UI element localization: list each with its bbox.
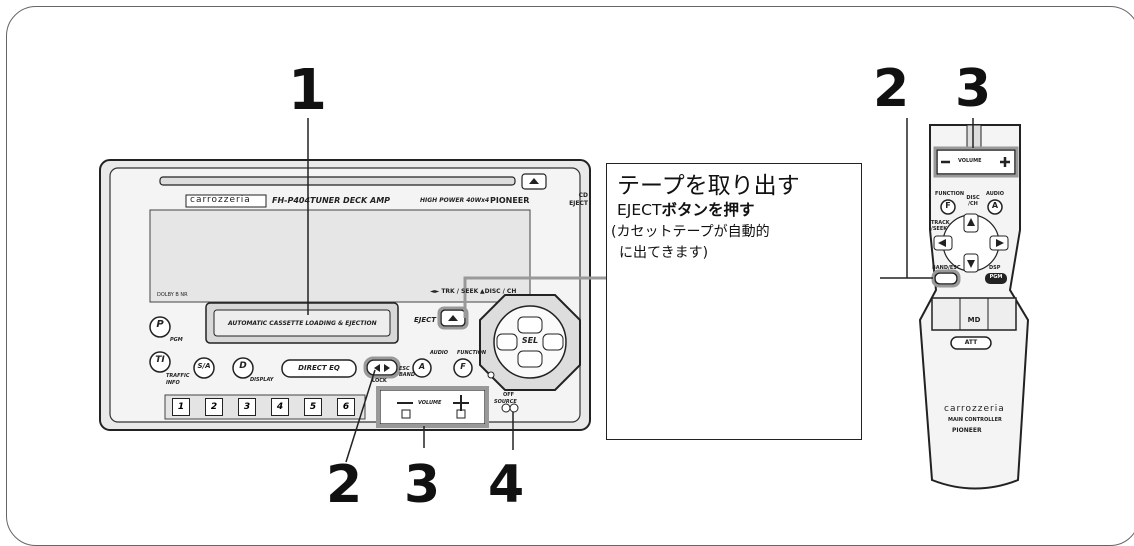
remote-band-esc-label: BAND/ESC xyxy=(932,265,961,271)
callout-number-3-remote: 3 xyxy=(955,59,992,119)
ti-button[interactable]: TI xyxy=(155,355,165,365)
volume-label: VOLUME xyxy=(418,400,442,406)
remote-f-button[interactable]: F xyxy=(945,201,951,210)
display-label: DISPLAY xyxy=(250,377,274,383)
unit-power-label: HIGH POWER 40Wx4 xyxy=(420,197,490,204)
eject-note-line2: に出てきます) xyxy=(619,245,709,261)
cd-eject-label: CD EJECT xyxy=(569,192,588,207)
source-button[interactable] xyxy=(500,403,518,413)
p-button[interactable]: P xyxy=(156,319,164,330)
preset-row: 1 2 3 4 5 6 xyxy=(172,398,355,416)
preset-button-5[interactable]: 5 xyxy=(304,398,322,416)
remote-disc-ch-label: DISC /CH xyxy=(966,195,980,207)
remote-dsp-label: DSP xyxy=(989,265,1001,271)
preset-button-6[interactable]: 6 xyxy=(337,398,355,416)
remote-audio-label: AUDIO xyxy=(986,191,1005,197)
remote-pgm-button[interactable]: PGM xyxy=(989,274,1003,280)
eject-button[interactable] xyxy=(441,310,465,326)
a-button[interactable]: A xyxy=(418,362,426,371)
dolby-label: DOLBY B NR xyxy=(157,292,188,298)
remote-track-seek-label: TRACK /SEEK xyxy=(931,220,950,232)
eject-press-text: ボタンを押す xyxy=(661,201,755,219)
traffic-info-label: TRAFFIC INFO xyxy=(166,373,190,386)
remote-maker-label: PIONEER xyxy=(952,427,982,434)
unit-brand-label: carrozzeria xyxy=(190,195,251,205)
disc-ch-label: ▲DISC / CH xyxy=(480,288,517,295)
callout-number-2-remote: 2 xyxy=(873,59,910,119)
remote-volume-label: VOLUME xyxy=(958,158,982,164)
remote-function-label: FUNCTION xyxy=(935,191,965,197)
eject-instruction-box: テープを取り出す EJECTボタンを押す (カセットテープが自動的 に出てきます… xyxy=(606,163,862,440)
callout-number-4-unit: 4 xyxy=(488,455,525,515)
preset-button-1[interactable]: 1 xyxy=(172,398,190,416)
lock-label: LOCK xyxy=(372,378,387,384)
band-button[interactable] xyxy=(367,360,397,375)
preset-button-2[interactable]: 2 xyxy=(205,398,223,416)
eject-note-line1: (カセットテープが自動的 xyxy=(611,224,770,240)
function-label: FUNCTION xyxy=(457,350,487,356)
sel-button[interactable]: SEL xyxy=(521,336,539,345)
remote-main-controller-label: MAIN CONTROLLER xyxy=(948,417,1002,423)
remote-band-button[interactable] xyxy=(935,273,957,284)
cassette-loading-label: AUTOMATIC CASSETTE LOADING & EJECTION xyxy=(228,320,377,327)
remote-brand-label: carrozzeria xyxy=(944,404,1005,414)
eject-instruction: EJECTボタンを押す xyxy=(617,198,754,220)
d-button[interactable]: D xyxy=(239,361,247,371)
source-label: SOURCE xyxy=(494,399,517,405)
eject-title: テープを取り出す xyxy=(617,173,800,199)
callout-number-2-unit: 2 xyxy=(326,455,363,515)
eject-label: EJECT xyxy=(414,316,437,324)
f-button[interactable]: F xyxy=(460,362,466,371)
preset-button-3[interactable]: 3 xyxy=(238,398,256,416)
pgm-label: PGM xyxy=(170,337,183,343)
unit-model-label: FH-P404 xyxy=(272,196,311,205)
esc-band-label: ESC BAND xyxy=(399,366,416,378)
direct-eq-button[interactable]: DIRECT EQ xyxy=(298,364,340,372)
sa-button[interactable]: S/A xyxy=(197,362,211,370)
audio-label: AUDIO xyxy=(430,350,448,356)
preset-button-4[interactable]: 4 xyxy=(271,398,289,416)
callout-number-1: 1 xyxy=(288,58,327,123)
track-seek-label: ◄► TRK / SEEK xyxy=(430,288,479,295)
remote-a-button[interactable]: A xyxy=(991,201,999,210)
unit-maker-label: PIONEER xyxy=(490,196,530,205)
remote-att-button[interactable]: ATT xyxy=(964,339,978,346)
callout-number-3-unit: 3 xyxy=(404,455,441,515)
remote-md-button[interactable]: MD xyxy=(967,316,981,324)
off-label: OFF xyxy=(503,392,515,398)
unit-model-desc-label: TUNER DECK AMP xyxy=(310,196,391,205)
eject-word: EJECT xyxy=(617,201,662,219)
